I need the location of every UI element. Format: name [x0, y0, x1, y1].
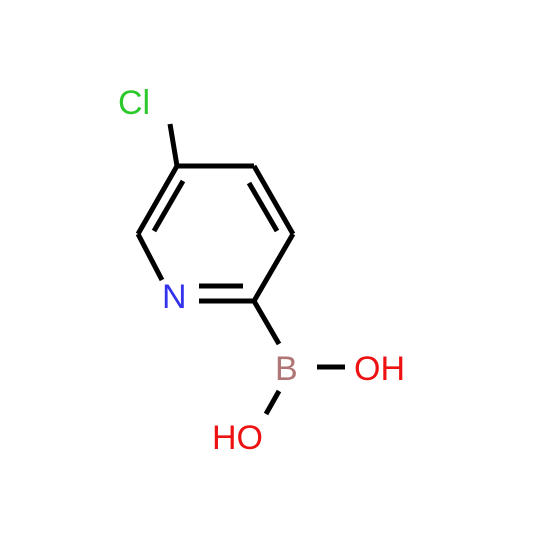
bond-c3-c2 [251, 232, 296, 303]
bond-c6-c5-inner [151, 179, 186, 233]
atom-b: B [275, 350, 298, 388]
bond-cl-c5 [167, 123, 180, 167]
bond-n-c6 [135, 232, 165, 282]
bond-b-oh-bottom [263, 389, 282, 416]
atom-ho-bottom: HO [212, 419, 263, 457]
bond-c2-b [251, 299, 282, 346]
atom-cl: Cl [118, 84, 150, 122]
atom-labels: Cl N B OH HO [118, 84, 405, 457]
atom-oh-right: OH [354, 350, 405, 388]
bond-c4-c3 [251, 164, 296, 236]
bonds [135, 123, 345, 416]
bond-c6-c5 [135, 164, 180, 236]
atom-n: N [162, 278, 187, 316]
bond-c4-c3-inner [246, 181, 280, 233]
